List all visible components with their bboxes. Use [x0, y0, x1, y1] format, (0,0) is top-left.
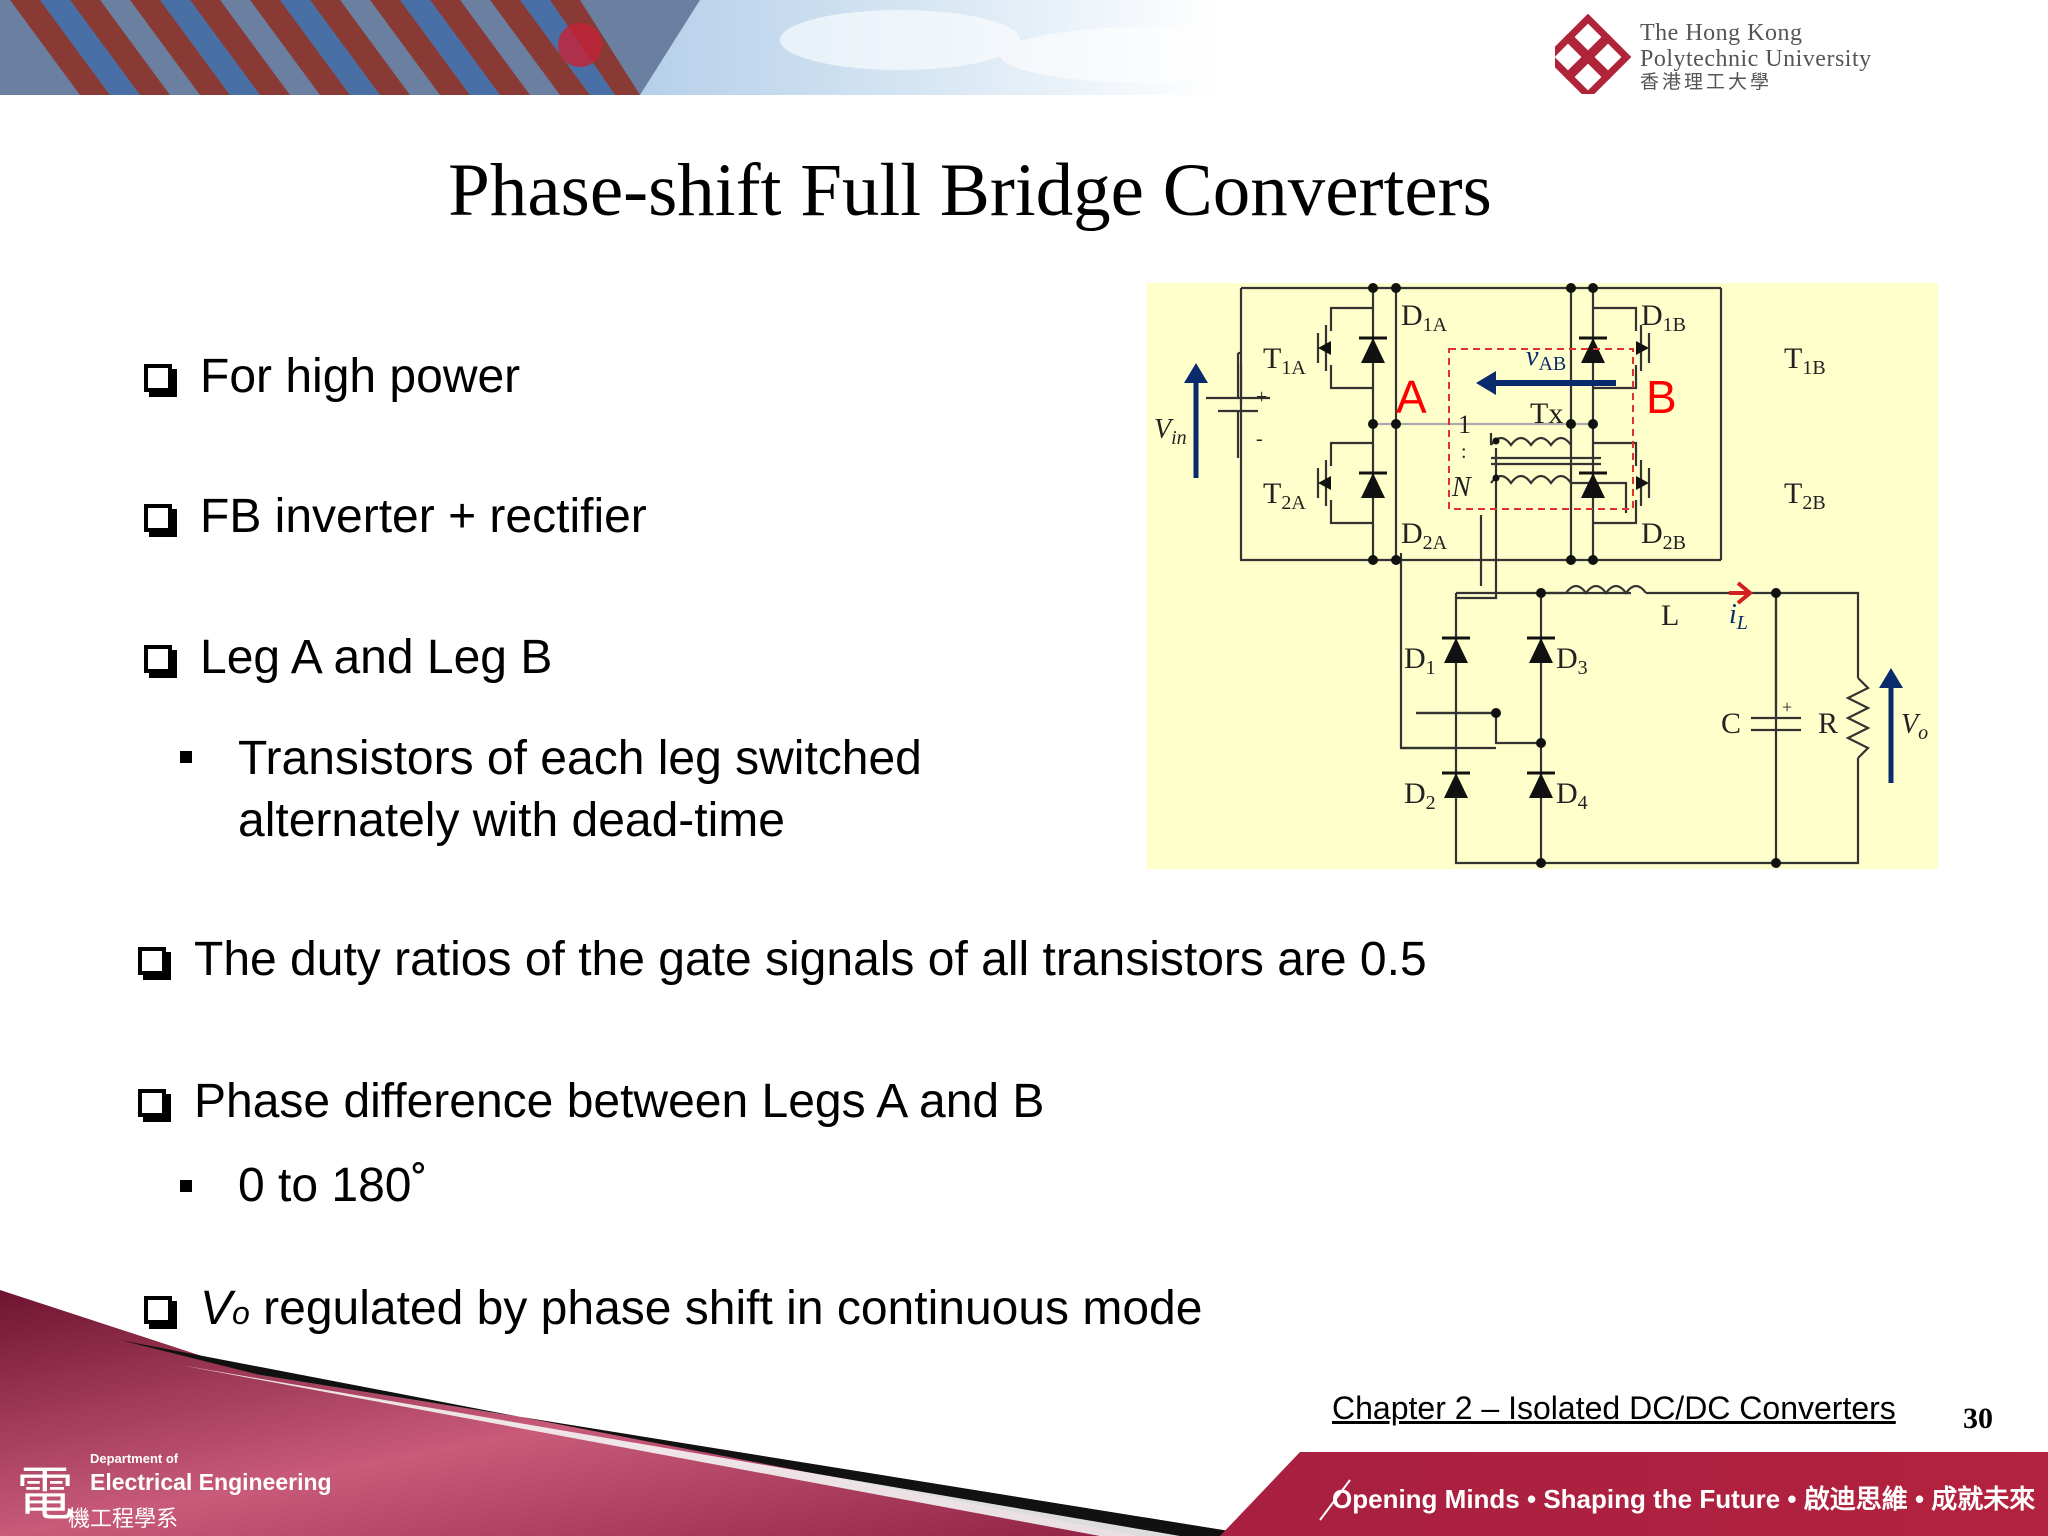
label-vin: Vin	[1154, 414, 1187, 449]
bullet-text: Leg A and Leg B	[200, 631, 553, 684]
bullet-phase-difference: Phase difference between Legs A and B	[138, 1072, 1044, 1132]
polyu-logo-icon	[1555, 14, 1632, 94]
bullet-text: For high power	[200, 350, 521, 403]
checkbox-bullet-icon	[138, 947, 166, 975]
label-tx: Tx	[1530, 397, 1563, 430]
bullet-text: FB inverter + rectifier	[200, 490, 647, 543]
bullet-vo-regulated: Vo regulated by phase shift in continuou…	[144, 1279, 1202, 1343]
department-label-small: Department of	[90, 1451, 179, 1466]
il-arrow-icon	[1729, 581, 1754, 605]
diode-d1a-icon	[1361, 338, 1385, 363]
footer-graphic	[0, 1290, 2048, 1536]
label-t2b: T2B	[1784, 477, 1826, 514]
square-bullet-icon	[180, 751, 192, 763]
label-ratio-1: 1	[1458, 410, 1471, 439]
university-name-zh: 香港理工大學	[1640, 72, 1773, 93]
cloud-shapes	[780, 5, 1460, 83]
diode-d2a-icon	[1361, 473, 1385, 498]
label-d1: D1	[1404, 642, 1436, 679]
chapter-link[interactable]: Chapter 2 – Isolated DC/DC Converters	[1332, 1390, 1896, 1426]
transformer-box	[1448, 348, 1634, 510]
vab-arrow-icon	[1476, 371, 1616, 395]
page-number: 30	[1963, 1402, 1993, 1435]
label-resistor: R	[1818, 707, 1838, 740]
label-il: iL	[1729, 599, 1748, 634]
label-d2a: D2A	[1401, 517, 1448, 554]
diode-d1b-icon	[1581, 338, 1605, 363]
university-name: The Hong Kong Polytechnic University 香港理…	[1640, 20, 1970, 94]
label-battery-plus: +	[1256, 386, 1267, 408]
sub-bullet-phase-range: 0 to 180˚	[238, 1159, 428, 1212]
diode-d2b-icon	[1581, 473, 1605, 498]
sub-bullet-line-2: alternately with dead-time	[238, 794, 785, 847]
label-t1a: T1A	[1263, 342, 1306, 379]
checkbox-bullet-icon	[144, 645, 172, 673]
bullet-fb-inverter: FB inverter + rectifier	[144, 487, 647, 547]
label-d1b: D1B	[1641, 299, 1686, 336]
vo-subscript: o	[232, 1295, 250, 1331]
checkbox-bullet-icon	[144, 364, 172, 392]
label-capacitor-plus: +	[1782, 697, 1792, 717]
vo-arrow-icon	[1879, 668, 1903, 783]
diode-d4-icon	[1529, 773, 1553, 798]
label-vab: vAB	[1526, 341, 1566, 375]
checkbox-bullet-icon	[144, 504, 172, 532]
label-d4: D4	[1556, 777, 1588, 814]
bullet-text: regulated by phase shift in continuous m…	[249, 1282, 1203, 1335]
vo-variable: V	[200, 1282, 233, 1335]
checkbox-bullet-icon	[144, 1296, 172, 1324]
department-glyph: 電	[16, 1460, 75, 1528]
department-label-zh: 機工程學系	[68, 1506, 179, 1531]
label-t2a: T2A	[1263, 477, 1306, 514]
label-d2: D2	[1404, 777, 1436, 814]
bullet-legs: Leg A and Leg B	[144, 628, 552, 688]
label-d2b: D2B	[1641, 517, 1686, 554]
sub-bullet-line-1: Transistors of each leg switched	[238, 732, 922, 785]
vin-arrow-icon	[1184, 363, 1208, 478]
junction-dots	[1368, 283, 1781, 868]
label-vo: Vo	[1901, 709, 1928, 744]
circuit-diagram: Vin + - T1A T2A T1B T2B D1A D2A D1B D2B …	[1146, 283, 1938, 869]
bullet-text: The duty ratios of the gate signals of a…	[194, 933, 1427, 986]
diode-d3-icon	[1529, 638, 1553, 663]
label-d1a: D1A	[1401, 299, 1448, 336]
sub-bullet-transistors: Transistors of each leg switched alterna…	[238, 728, 922, 852]
bullet-text: Phase difference between Legs A and B	[194, 1075, 1045, 1128]
university-name-en-2: Polytechnic University	[1640, 46, 1872, 72]
bullet-high-power: For high power	[144, 347, 520, 407]
label-t1b: T1B	[1784, 342, 1826, 379]
label-battery-minus: -	[1256, 428, 1263, 450]
bullet-duty-ratio: The duty ratios of the gate signals of a…	[138, 930, 1427, 990]
square-bullet-icon	[180, 1180, 192, 1192]
label-ratio-n: N	[1451, 472, 1472, 503]
label-capacitor: C	[1721, 707, 1741, 740]
building-image	[0, 0, 700, 95]
label-inductor: L	[1661, 599, 1679, 632]
label-d3: D3	[1556, 642, 1588, 679]
footer-slogan: Opening Minds • Shaping the Future • 啟迪思…	[1332, 1484, 2036, 1514]
slide-title: Phase-shift Full Bridge Converters	[448, 149, 1492, 232]
label-ratio-colon: :	[1461, 441, 1467, 463]
header-banner	[0, 0, 1520, 95]
department-label-main: Electrical Engineering	[90, 1469, 332, 1495]
label-node-b: B	[1646, 371, 1677, 423]
diodes	[1318, 336, 1649, 798]
checkbox-bullet-icon	[138, 1089, 166, 1117]
diode-d2-icon	[1444, 773, 1468, 798]
resistor-r	[1845, 677, 1871, 759]
diode-d1-icon	[1444, 638, 1468, 663]
label-node-a: A	[1396, 371, 1427, 423]
university-name-en-1: The Hong Kong	[1640, 20, 1803, 46]
